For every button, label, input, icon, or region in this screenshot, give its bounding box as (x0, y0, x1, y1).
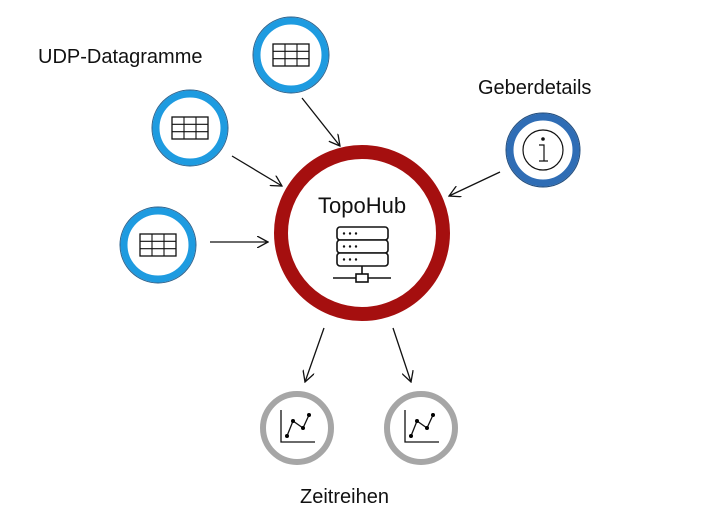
geber-label: Geberdetails (478, 77, 592, 99)
arrow-hub-to-series2 (392, 327, 411, 382)
table-icon (139, 233, 177, 257)
udp-node-2 (151, 89, 229, 167)
hub-node (274, 145, 450, 321)
series-node-1 (260, 391, 334, 465)
series-node-2 (384, 391, 458, 465)
hub-label: TopoHub (318, 193, 407, 218)
udp-node-3 (119, 206, 197, 284)
table-icon (272, 43, 310, 67)
arrow-udp1-to-hub (301, 97, 340, 146)
info-icon (522, 129, 564, 171)
arrow-udp2-to-hub (231, 155, 282, 186)
udp-node-1 (252, 16, 330, 94)
table-icon (171, 116, 209, 140)
server-icon (333, 226, 391, 283)
arrow-hub-to-series1 (305, 327, 325, 382)
info-node (505, 112, 581, 188)
zeitreihen-label: Zeitreihen (300, 486, 389, 508)
udp-label: UDP-Datagramme (38, 46, 203, 68)
arrow-info-to-hub (449, 171, 501, 196)
arrows (210, 97, 501, 382)
